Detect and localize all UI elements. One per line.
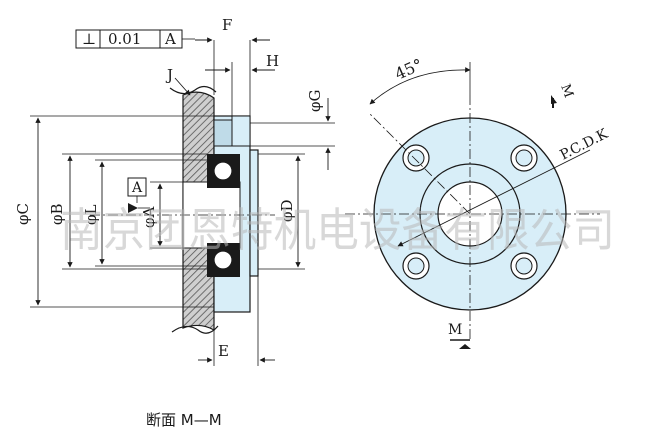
bolt-hole-br xyxy=(510,252,538,280)
section-label-top: M xyxy=(557,82,576,100)
dim-F: F xyxy=(222,16,232,34)
bolt-hole-tl xyxy=(402,144,430,172)
bolt-head xyxy=(231,115,251,147)
front-view: 45° P.C.D.K M M xyxy=(345,55,611,349)
section-mark-bottom xyxy=(450,339,471,349)
break-line-top xyxy=(169,85,217,95)
angle-label: 45° xyxy=(392,55,426,84)
section-label-bottom: M xyxy=(448,322,462,338)
section-caption: 断面 M—M xyxy=(146,411,222,429)
bolt-hole-tr xyxy=(510,144,538,172)
pcd-line xyxy=(397,149,591,247)
tolerance-value: 0.01 xyxy=(108,30,141,48)
break-line-bottom xyxy=(171,325,219,334)
datum-label: A xyxy=(131,180,143,196)
datum-triangle xyxy=(128,203,138,213)
dim-B: φB xyxy=(48,203,66,225)
section-mark-top xyxy=(551,95,557,108)
dim-H: H xyxy=(266,52,279,70)
angle-line xyxy=(369,113,471,215)
dim-C: φC xyxy=(14,203,32,225)
angle-arc xyxy=(369,67,471,105)
tolerance-datum: A xyxy=(164,30,176,48)
extension-lines xyxy=(30,40,335,366)
pcd-label: P.C.D.K xyxy=(558,126,611,164)
dim-E: E xyxy=(218,342,229,360)
flange-shoulder xyxy=(249,149,259,277)
watermark: 南京团恩特机电设备有限公司 xyxy=(60,203,615,257)
dim-G: φG xyxy=(306,90,324,113)
dim-D: φD xyxy=(278,199,296,222)
datum-box xyxy=(127,177,147,197)
section-view: ⊥ 0.01 A A F H J E φC φB φL φA φD φG xyxy=(14,16,335,366)
bolt-hole xyxy=(213,119,233,147)
bolt-hole-bl xyxy=(402,252,430,280)
dim-J: J xyxy=(165,66,173,84)
tolerance-frame: ⊥ 0.01 A xyxy=(75,29,195,49)
perpendicularity-symbol: ⊥ xyxy=(82,30,96,48)
ball-bottom xyxy=(213,250,233,270)
dim-L: φL xyxy=(82,204,100,225)
dim-A: φA xyxy=(140,206,158,228)
dimension-lines xyxy=(35,37,331,363)
ball-top xyxy=(213,161,233,181)
